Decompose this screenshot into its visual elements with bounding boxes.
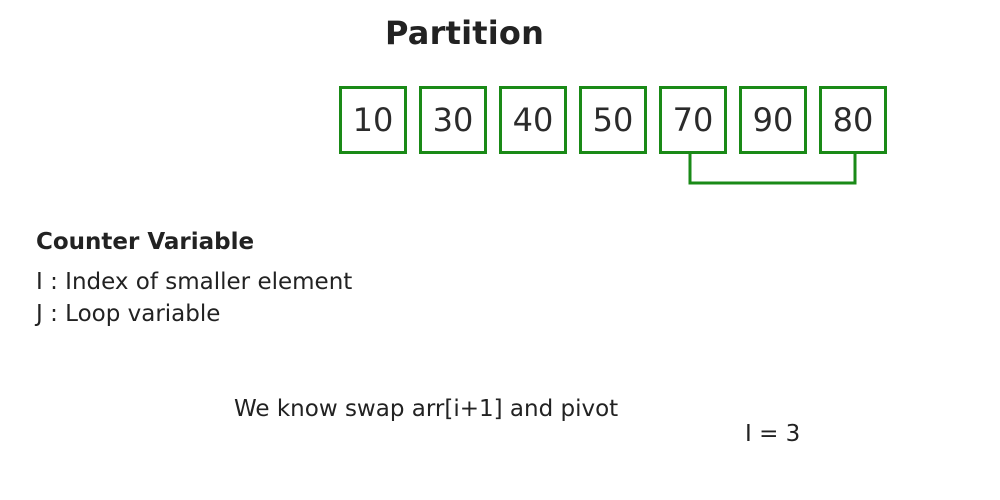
legend-line-i: I : Index of smaller element [36,269,353,295]
array-cell-value: 70 [672,101,714,139]
array-cell-value: 80 [832,101,874,139]
legend-line-j: J : Loop variable [36,301,221,327]
array-cell-value: 10 [352,101,394,139]
diagram-title: Partition [385,14,545,52]
legend-title: Counter Variable [36,229,255,255]
array-cell-value: 50 [592,101,634,139]
array-cell: 70 [659,86,727,154]
array-cell: 30 [419,86,487,154]
swap-bracket-line [688,154,857,185]
array-cell-value: 30 [432,101,474,139]
swap-bracket [688,154,857,185]
array-cell: 90 [739,86,807,154]
array-cell: 50 [579,86,647,154]
array-cell: 40 [499,86,567,154]
counter-value: I = 3 [745,421,801,447]
step-note: We know swap arr[i+1] and pivot [234,396,619,422]
array-cell-value: 90 [752,101,794,139]
array-cell: 80 [819,86,887,154]
array-cell-value: 40 [512,101,554,139]
array-cell: 10 [339,86,407,154]
array-row: 10 30 40 50 70 90 80 [0,0,1000,200]
